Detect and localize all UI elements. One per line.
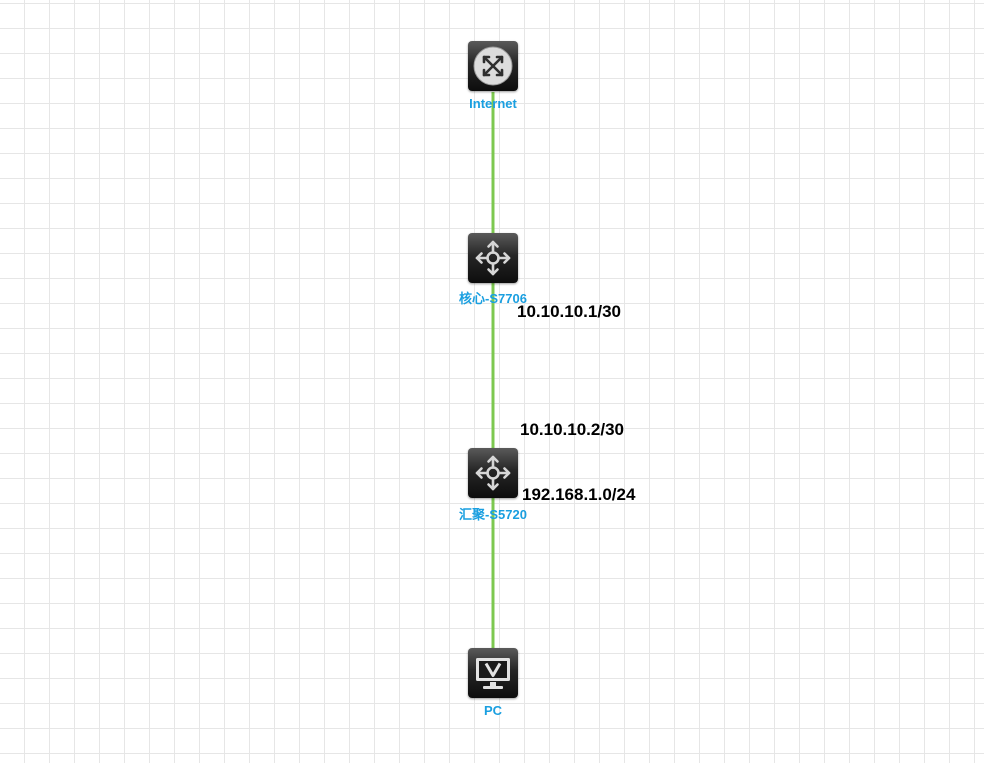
- pc-device[interactable]: [468, 648, 518, 698]
- pc-monitor-icon: [476, 658, 510, 689]
- core-ip-label: 10.10.10.1/30: [517, 302, 621, 321]
- core-switch-device[interactable]: [468, 233, 518, 283]
- aggregation-switch-label[interactable]: 汇聚-S5720: [459, 507, 527, 522]
- core-switch-label[interactable]: 核心-S7706: [459, 291, 527, 306]
- aggregation-switch-device[interactable]: [468, 448, 518, 498]
- internet-label[interactable]: Internet: [469, 96, 517, 111]
- layer3-switch-icon: [475, 240, 511, 276]
- layer3-switch-icon: [475, 455, 511, 491]
- aggregation-uplink-ip-label: 10.10.10.2/30: [520, 420, 624, 439]
- pc-label[interactable]: PC: [483, 703, 503, 718]
- internet-device[interactable]: [468, 41, 518, 91]
- aggregation-subnet-label: 192.168.1.0/24: [522, 485, 636, 504]
- router-icon: [473, 46, 513, 86]
